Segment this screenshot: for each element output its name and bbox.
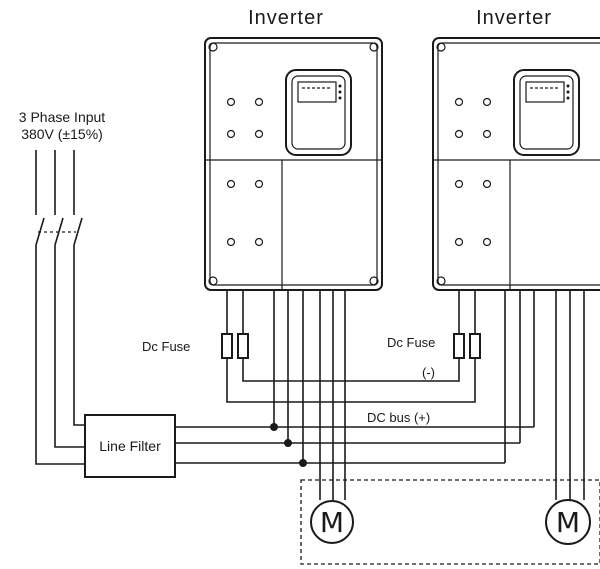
led-icon <box>566 84 570 88</box>
led-icon <box>566 96 570 100</box>
dc-bus-negative-label: (-) <box>422 365 435 380</box>
motor-left-label: M <box>320 506 344 539</box>
phase-wire-2 <box>54 245 85 448</box>
dc-bus-positive-wire <box>226 358 476 403</box>
motor-enclosure <box>300 479 600 565</box>
dc-fuse-icon <box>221 333 233 359</box>
led-icon <box>338 84 342 88</box>
keypad-inner <box>291 75 346 150</box>
motor-right: M <box>545 499 591 545</box>
screw-icon <box>254 97 264 107</box>
inverter-right-wiring <box>453 290 585 500</box>
line-filter: Line Filter <box>84 414 176 478</box>
line-filter-label: Line Filter <box>99 438 161 454</box>
led-icon <box>338 90 342 94</box>
line-filter-box <box>84 414 176 478</box>
keypad-screen <box>525 81 565 103</box>
screw-icon <box>454 237 464 247</box>
screw-icon <box>254 237 264 247</box>
led-icon <box>566 90 570 94</box>
screw-icon <box>454 129 464 139</box>
inverter-right-title: Inverter <box>476 7 552 29</box>
screw-icon <box>226 237 236 247</box>
motor-left: M <box>310 500 354 544</box>
mount-hole-icon <box>436 42 446 52</box>
screw-icon <box>482 179 492 189</box>
mount-hole-icon <box>436 276 446 286</box>
dc-fuse-left-label: Dc Fuse <box>142 339 190 354</box>
led-icon <box>338 96 342 100</box>
inverter-right <box>432 37 600 291</box>
screw-icon <box>482 97 492 107</box>
screw-icon <box>254 179 264 189</box>
screw-icon <box>482 237 492 247</box>
screw-icon <box>226 97 236 107</box>
screw-icon <box>454 97 464 107</box>
screw-icon <box>226 129 236 139</box>
switch-blade-icon <box>73 217 83 246</box>
input-label-line2: 380V (±15%) <box>21 126 103 142</box>
mount-hole-icon <box>208 42 218 52</box>
phase-wire-1 <box>35 245 85 465</box>
motor-right-label: M <box>556 506 580 539</box>
motor-icon <box>310 500 354 544</box>
keypad-frame <box>285 69 352 156</box>
inverter-left-title: Inverter <box>248 7 324 29</box>
screw-icon <box>482 129 492 139</box>
dc-fuse-icon <box>469 333 481 359</box>
dc-fuse-icon <box>237 333 249 359</box>
screw-icon <box>226 179 236 189</box>
inverter-left-bezel <box>209 42 378 286</box>
dc-bus-negative-wire <box>242 358 460 382</box>
keypad-frame <box>513 69 580 156</box>
mount-hole-icon <box>369 276 379 286</box>
dc-fuse-right-label: Dc Fuse <box>387 335 435 350</box>
inverter-right-bezel <box>437 42 600 286</box>
dc-fuse-icon <box>453 333 465 359</box>
input-label-line1: 3 Phase Input <box>19 109 106 125</box>
dc-bus-positive-label: DC bus (+) <box>367 410 430 425</box>
phase-wire-3 <box>73 245 85 426</box>
mount-hole-icon <box>369 42 379 52</box>
screw-icon <box>254 129 264 139</box>
three-phase-input <box>35 150 85 465</box>
inverter-left <box>204 37 383 291</box>
screw-icon <box>454 179 464 189</box>
keypad-screen <box>297 81 337 103</box>
mount-hole-icon <box>208 276 218 286</box>
motor-icon <box>545 499 591 545</box>
keypad-inner <box>519 75 574 150</box>
inverter-left-wiring <box>221 290 476 500</box>
